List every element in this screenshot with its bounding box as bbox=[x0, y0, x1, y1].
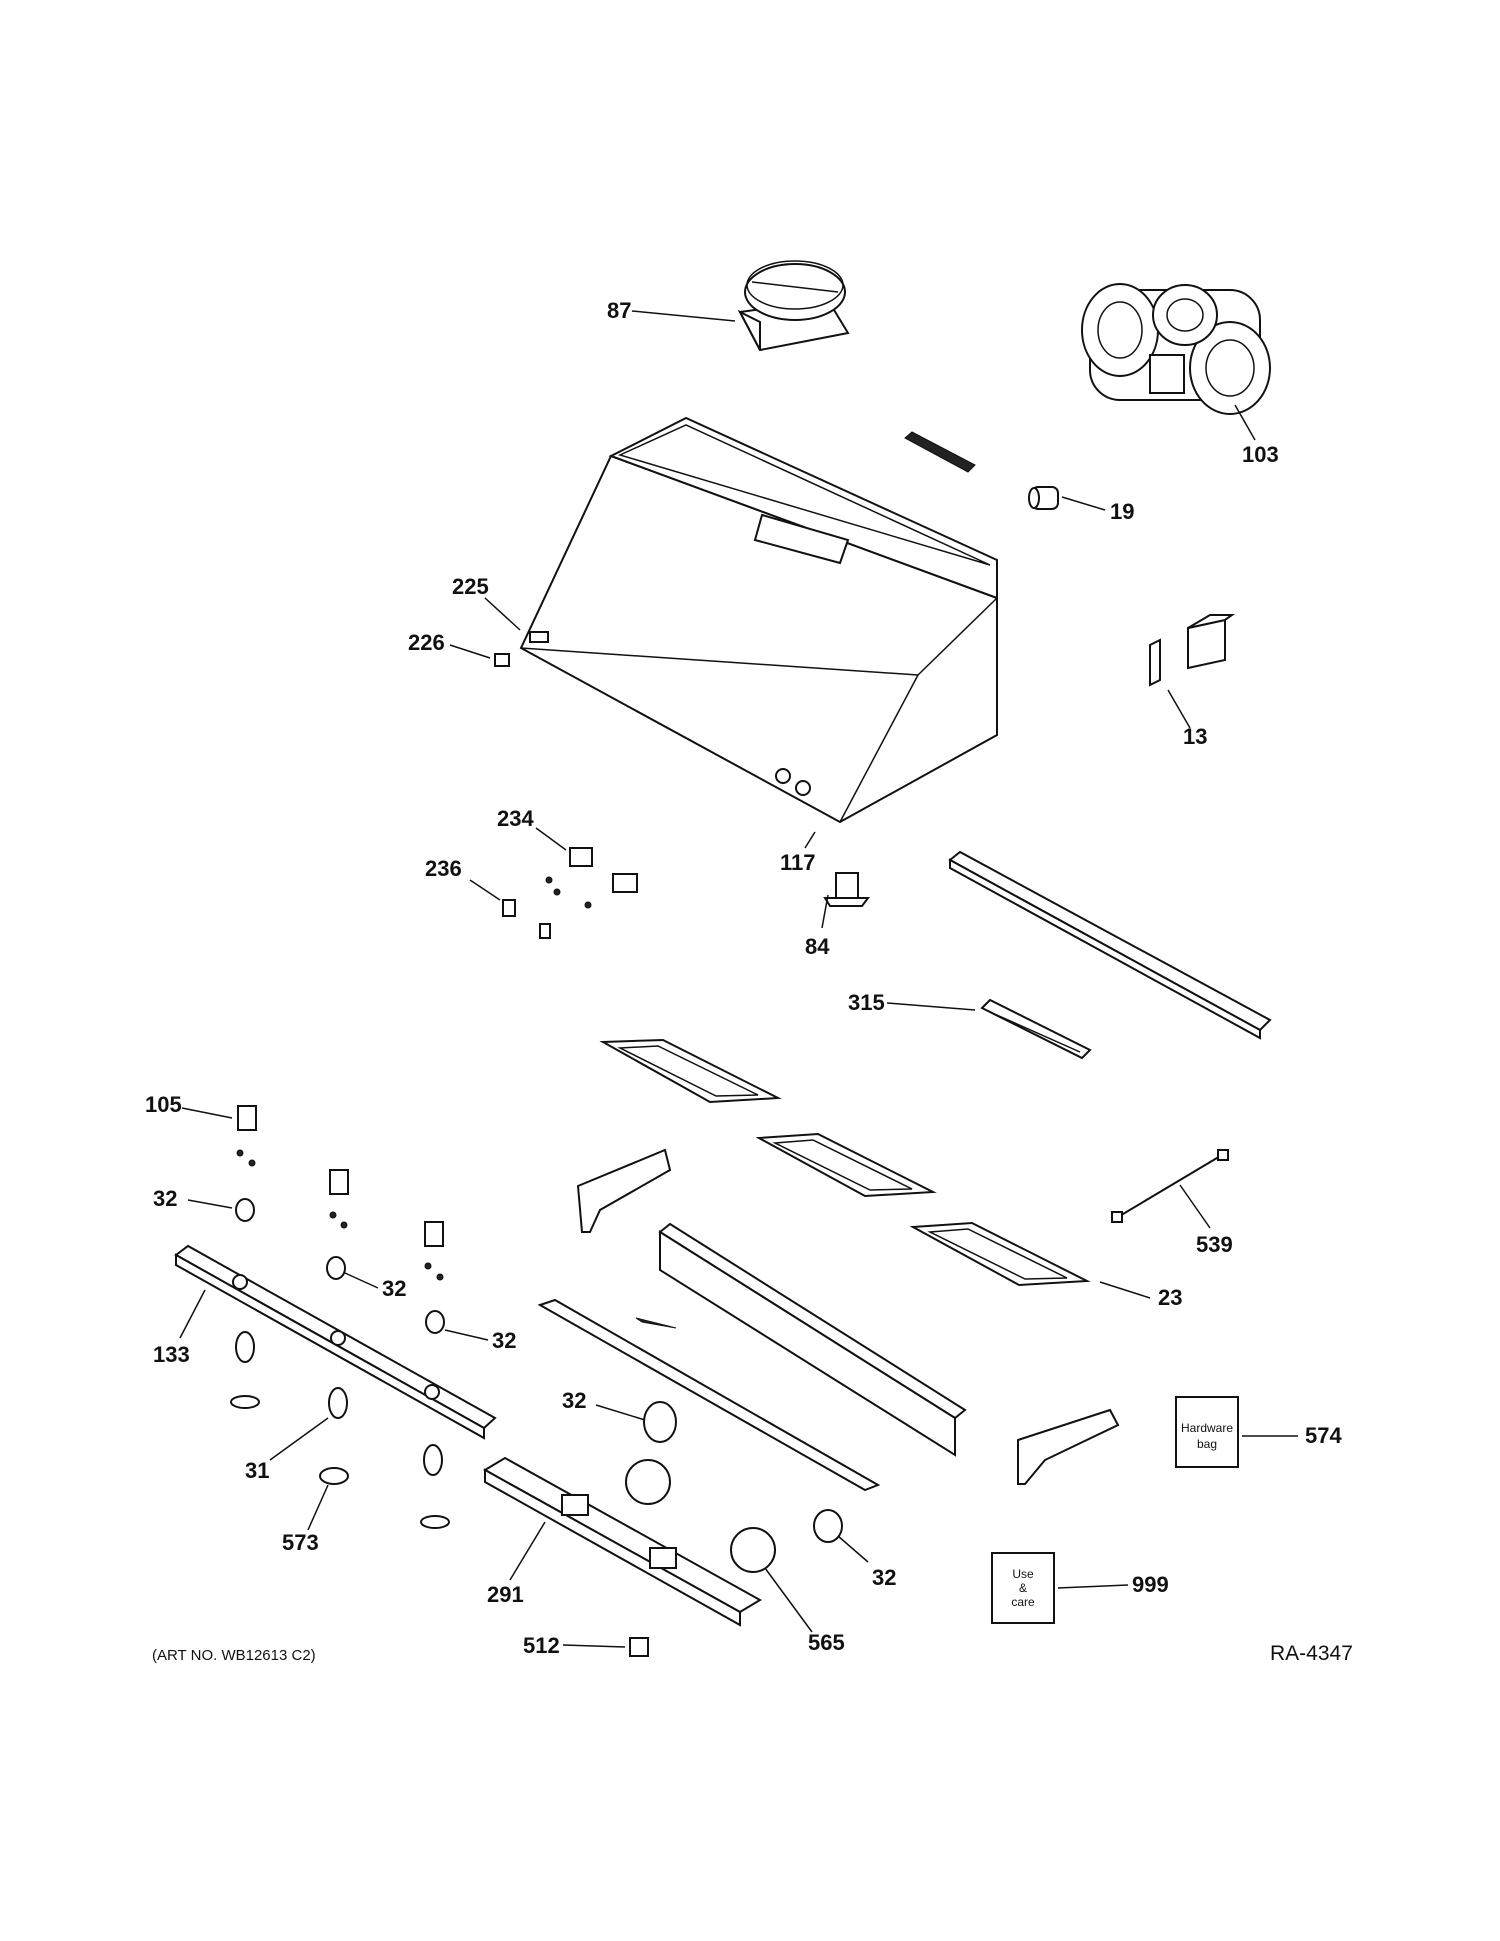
leader-32b bbox=[344, 1272, 379, 1289]
leader-236 bbox=[469, 879, 501, 901]
side-bracket-part[interactable] bbox=[1017, 1408, 1120, 1485]
filter-part[interactable] bbox=[909, 1221, 1091, 1287]
callout-31[interactable]: 31 bbox=[245, 1458, 269, 1483]
leader-291 bbox=[509, 1521, 546, 1581]
callout-573[interactable]: 573 bbox=[282, 1530, 319, 1555]
use-care-line1: Use bbox=[1012, 1567, 1034, 1581]
filter-part[interactable] bbox=[599, 1038, 782, 1104]
callout-105[interactable]: 105 bbox=[145, 1092, 182, 1117]
leader-32c bbox=[444, 1329, 489, 1341]
leader-539 bbox=[1179, 1184, 1211, 1229]
callout-32c[interactable]: 32 bbox=[492, 1328, 516, 1353]
art-number: (ART NO. WB12613 C2) bbox=[152, 1647, 316, 1664]
lower-channel-part[interactable] bbox=[658, 1222, 967, 1457]
lamp-shade-part[interactable] bbox=[730, 1527, 776, 1573]
callout-315[interactable]: 315 bbox=[848, 990, 885, 1015]
leader-226 bbox=[449, 644, 491, 659]
callout-23[interactable]: 23 bbox=[1158, 1285, 1182, 1310]
hardware-bag-line1: Hardware bbox=[1181, 1421, 1233, 1435]
leader-234 bbox=[535, 827, 567, 851]
lamp-holder-part[interactable] bbox=[643, 1401, 677, 1443]
lamp-holder-part[interactable] bbox=[813, 1509, 843, 1543]
callout-234[interactable]: 234 bbox=[497, 806, 534, 831]
lamp-bulb-part[interactable] bbox=[230, 1331, 260, 1409]
lamp-holder-part[interactable] bbox=[425, 1310, 445, 1334]
leader-117 bbox=[804, 831, 816, 849]
socket-bracket-part[interactable] bbox=[823, 872, 870, 907]
lamp-bar-part[interactable] bbox=[174, 1244, 497, 1440]
leader-565 bbox=[764, 1567, 813, 1633]
use-care-line2: & bbox=[1019, 1581, 1027, 1595]
callout-574[interactable]: 574 bbox=[1305, 1423, 1342, 1448]
label-tag-part[interactable] bbox=[494, 653, 510, 667]
lamp-holder-part[interactable] bbox=[326, 1256, 346, 1280]
leader-225 bbox=[484, 597, 521, 631]
callout-565[interactable]: 565 bbox=[808, 1630, 845, 1655]
callout-84[interactable]: 84 bbox=[805, 934, 830, 959]
callout-13[interactable]: 13 bbox=[1183, 724, 1207, 749]
callout-103[interactable]: 103 bbox=[1242, 442, 1279, 467]
hardware-bag-part[interactable]: Hardware bag bbox=[1175, 1396, 1239, 1468]
leader-105 bbox=[181, 1107, 233, 1119]
callout-117[interactable]: 117 bbox=[780, 850, 816, 875]
diagram-reference: RA-4347 bbox=[1270, 1642, 1353, 1665]
callout-32e[interactable]: 32 bbox=[872, 1565, 896, 1590]
rod-part[interactable] bbox=[1111, 1149, 1229, 1223]
callout-291[interactable]: 291 bbox=[487, 1582, 524, 1607]
leader-19 bbox=[1061, 496, 1106, 511]
leader-999 bbox=[1057, 1584, 1129, 1589]
lamp-bulb-part[interactable] bbox=[420, 1444, 450, 1529]
callout-133[interactable]: 133 bbox=[153, 1342, 190, 1367]
callout-32a[interactable]: 32 bbox=[153, 1186, 177, 1211]
leader-31 bbox=[269, 1417, 329, 1461]
callout-236[interactable]: 236 bbox=[425, 856, 462, 881]
channel-part[interactable] bbox=[980, 998, 1092, 1060]
hood-housing-part[interactable] bbox=[519, 416, 998, 824]
use-care-line3: care bbox=[1011, 1595, 1035, 1609]
leader-103 bbox=[1234, 404, 1256, 441]
capacitor-part[interactable] bbox=[1028, 486, 1059, 510]
leader-573 bbox=[307, 1484, 329, 1531]
callout-226[interactable]: 226 bbox=[408, 630, 445, 655]
trim-ring-part[interactable] bbox=[319, 1467, 349, 1485]
leader-13 bbox=[1167, 689, 1191, 729]
leader-32e bbox=[837, 1535, 869, 1563]
callout-512[interactable]: 512 bbox=[523, 1633, 560, 1658]
leader-87 bbox=[631, 310, 736, 322]
junction-box-part[interactable] bbox=[1149, 614, 1236, 687]
callout-32b[interactable]: 32 bbox=[382, 1276, 406, 1301]
lamp-holder-part[interactable] bbox=[235, 1198, 255, 1222]
leader-133 bbox=[179, 1289, 206, 1339]
lamp-socket-part[interactable] bbox=[236, 1105, 257, 1167]
callout-19[interactable]: 19 bbox=[1110, 499, 1134, 524]
lamp-bulb-part[interactable] bbox=[328, 1387, 348, 1419]
switch-part[interactable] bbox=[502, 847, 638, 939]
callout-87[interactable]: 87 bbox=[607, 298, 631, 323]
trim-strip-part[interactable] bbox=[537, 1298, 881, 1492]
upper-rail-part[interactable] bbox=[948, 850, 1272, 1040]
callout-999[interactable]: 999 bbox=[1132, 1572, 1169, 1597]
damper-transition-part[interactable] bbox=[737, 260, 850, 352]
leader-84 bbox=[821, 894, 829, 929]
hardware-bag-line2: bag bbox=[1197, 1437, 1217, 1451]
leader-315 bbox=[886, 1002, 976, 1011]
mounting-strip-part[interactable] bbox=[904, 431, 976, 473]
lamp-shade-part[interactable] bbox=[625, 1459, 671, 1505]
leader-32a bbox=[187, 1199, 233, 1209]
side-bracket-part[interactable] bbox=[576, 1148, 672, 1233]
leader-512 bbox=[562, 1644, 626, 1648]
filter-part[interactable] bbox=[755, 1132, 937, 1198]
callout-32d[interactable]: 32 bbox=[562, 1388, 586, 1413]
blower-assembly-part[interactable] bbox=[1081, 283, 1271, 415]
callout-539[interactable]: 539 bbox=[1196, 1232, 1233, 1257]
lamp-housing-part[interactable] bbox=[483, 1456, 762, 1627]
leader-32d bbox=[595, 1404, 646, 1421]
connector-part[interactable] bbox=[629, 1637, 649, 1657]
leader-23 bbox=[1099, 1281, 1151, 1299]
use-and-care-part[interactable]: Use & care bbox=[991, 1552, 1055, 1624]
lamp-socket-part[interactable] bbox=[329, 1169, 349, 1229]
lamp-socket-part[interactable] bbox=[424, 1221, 444, 1281]
callout-225[interactable]: 225 bbox=[452, 574, 489, 599]
